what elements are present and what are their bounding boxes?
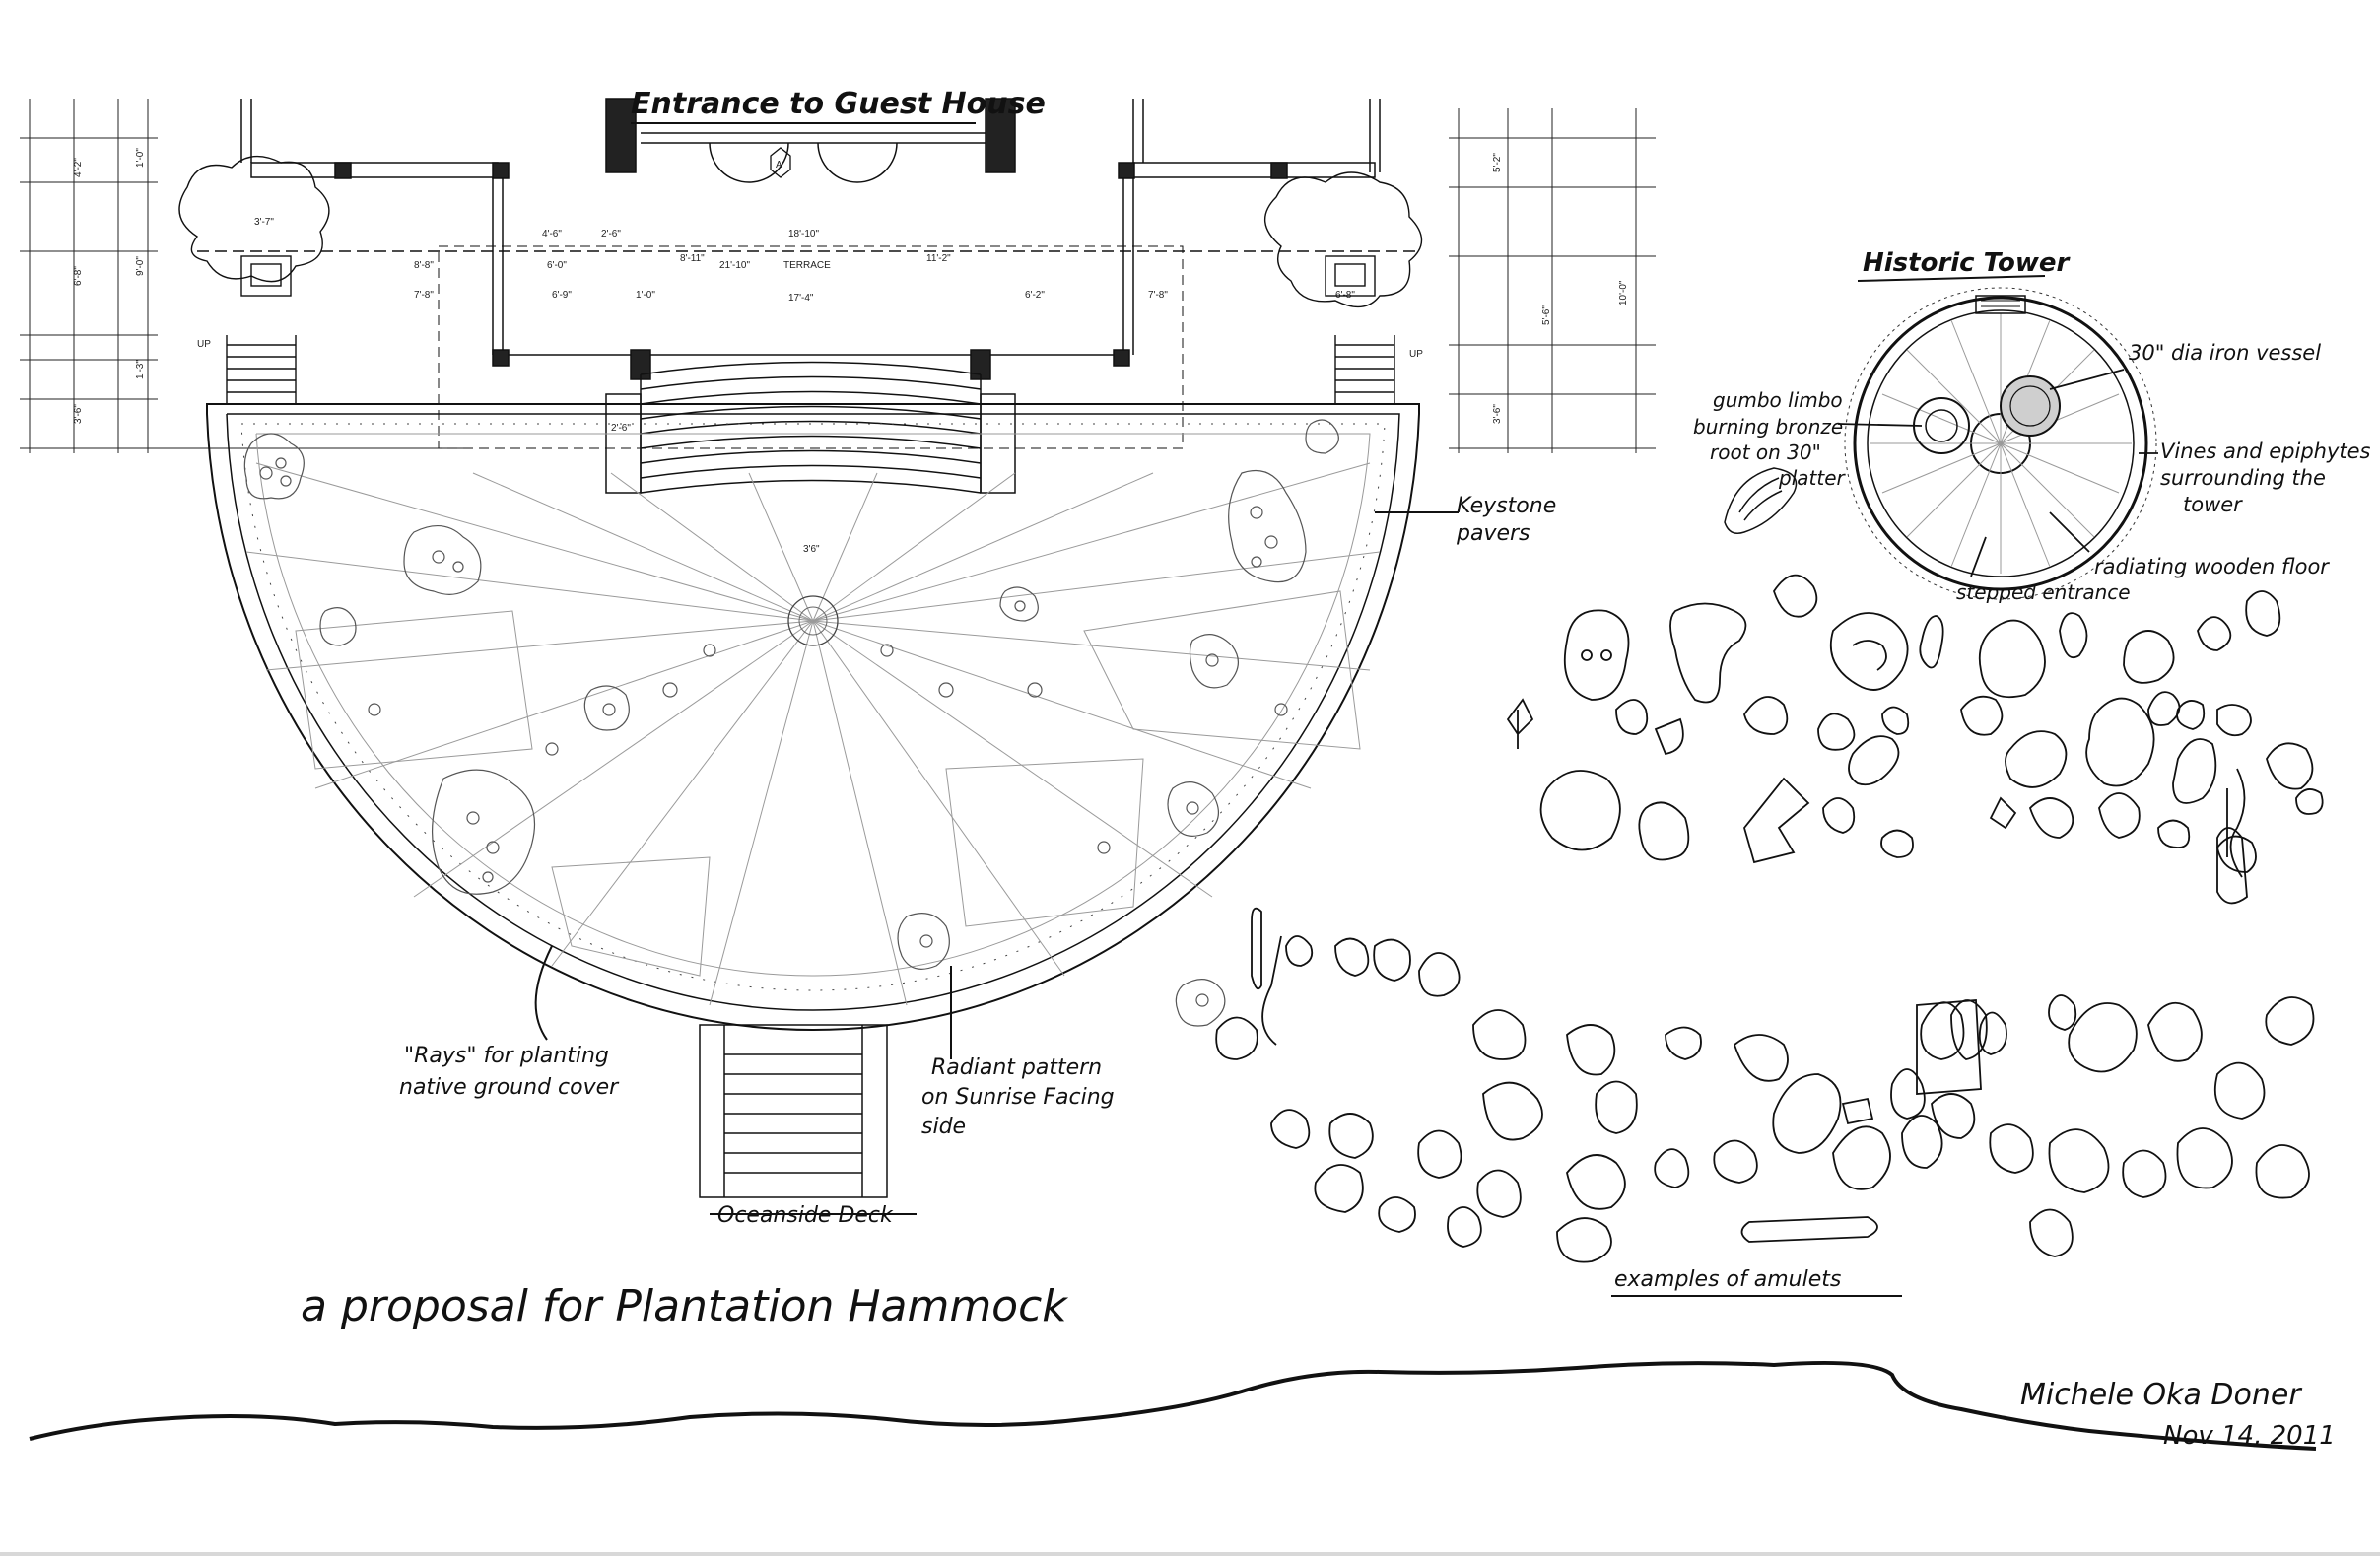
marker-a: A — [770, 147, 791, 178]
historic-tower-title: Historic Tower — [1863, 248, 2072, 278]
radiating-rays — [245, 462, 1381, 1006]
up-right: UP — [1409, 349, 1423, 360]
dim-d7: 6'-9" — [552, 290, 572, 301]
dim-d3: 17'-4" — [788, 293, 814, 304]
radiant-line3: side — [921, 1115, 966, 1139]
dim-d4: 4'-6" — [542, 229, 562, 239]
dim-v2: 1'-0" — [135, 148, 146, 168]
dim-d15: 3'-7" — [254, 217, 274, 228]
terrace-label: TERRACE — [783, 260, 831, 271]
dim-d2: 21'-10" — [719, 260, 750, 271]
dim-v10: 5'-6" — [1541, 305, 1552, 325]
dim-d10: 1'-0" — [636, 290, 655, 301]
shell-drawing — [1724, 467, 1798, 534]
dim-v3: 3'-6" — [73, 404, 84, 424]
stepped-entrance-label: stepped entrance — [1956, 580, 2131, 604]
marker-a-label: A — [776, 160, 782, 170]
left-tree — [178, 155, 330, 404]
gumbo-limbo-line3: root on 30" — [1710, 441, 1821, 464]
center-medallion — [787, 595, 839, 646]
leader-lines — [534, 511, 1459, 1059]
rays-line1: "Rays" for planting — [404, 1044, 609, 1068]
vines-line3: tower — [2183, 493, 2243, 516]
dim-d14: 7'-8" — [1148, 290, 1168, 301]
keystone-paver-clusters — [243, 419, 1339, 1027]
dim-v6: 1'-3" — [135, 360, 146, 379]
gumbo-limbo-line2: burning bronze — [1693, 415, 1843, 439]
dim-d9: 7'-8" — [414, 290, 434, 301]
dim-v9: 10'-0" — [1618, 280, 1629, 305]
amulet-collection — [1215, 574, 2324, 1263]
entrance-title: Entrance to Guest House — [631, 87, 1046, 121]
dim-d6: 6'-0" — [547, 260, 567, 271]
horizon-line — [29, 1361, 2317, 1451]
radiating-floor-label: radiating wooden floor — [2094, 555, 2330, 578]
right-tree — [1263, 171, 1423, 404]
dim-v1: 4'-2" — [73, 158, 84, 177]
page-bottom-rule — [0, 1552, 2380, 1556]
gumbo-limbo-line4: platter — [1778, 466, 1846, 490]
historic-tower — [1844, 287, 2157, 600]
vines-line2: surrounding the — [2160, 466, 2326, 490]
tower-leader-lines — [1837, 369, 2158, 577]
semicircle-terrace — [206, 403, 1420, 1032]
up-left: UP — [197, 339, 211, 350]
proposal-title: a proposal for Plantation Hammock — [301, 1281, 1068, 1331]
dim-v8: 5'-2" — [1492, 153, 1503, 172]
iron-vessel-label: 30" dia iron vessel — [2129, 341, 2321, 365]
dim-d5: 2'-6" — [601, 229, 621, 239]
dim-d8: 8'-8" — [414, 260, 434, 271]
keystone-paver-dots — [259, 457, 1288, 1007]
dim-v4: 6'-8" — [73, 266, 84, 286]
vines-line1: Vines and epiphytes — [2160, 440, 2371, 463]
signature-date: Nov 14, 2011 — [2163, 1421, 2336, 1451]
oceanside-deck — [699, 1024, 888, 1198]
left-dimension-lines — [20, 99, 463, 453]
historic-tower-underline — [1857, 275, 2046, 282]
dim-v5: 9'-0" — [135, 256, 146, 276]
dim-d1: 18'-10" — [788, 229, 819, 239]
radiant-line2: on Sunrise Facing — [921, 1085, 1115, 1110]
dim-d12: 11'-2" — [926, 253, 951, 264]
dim-v7: 3'-6" — [1492, 404, 1503, 424]
rays-line2: native ground cover — [399, 1075, 620, 1100]
dim-d13: 6'-2" — [1025, 290, 1045, 301]
dim-d17: 2'-6" — [611, 423, 631, 434]
radiant-line1: Radiant pattern — [931, 1055, 1102, 1080]
artist-signature: Michele Oka Doner — [2020, 1378, 2302, 1412]
radius-dim: 3'6" — [803, 544, 820, 555]
right-dimension-lines — [1449, 108, 1656, 453]
dim-d11: 8'-11" — [680, 253, 705, 264]
keystone-line1: Keystone — [1457, 494, 1556, 518]
center-medallion-inner — [798, 606, 828, 636]
building-plan — [197, 98, 1419, 494]
gumbo-limbo-line1: gumbo limbo — [1713, 388, 1843, 412]
amulets-caption: examples of amulets — [1614, 1267, 1841, 1292]
oceanside-deck-label: Oceanside Deck — [717, 1203, 894, 1228]
keystone-line2: pavers — [1456, 521, 1530, 546]
